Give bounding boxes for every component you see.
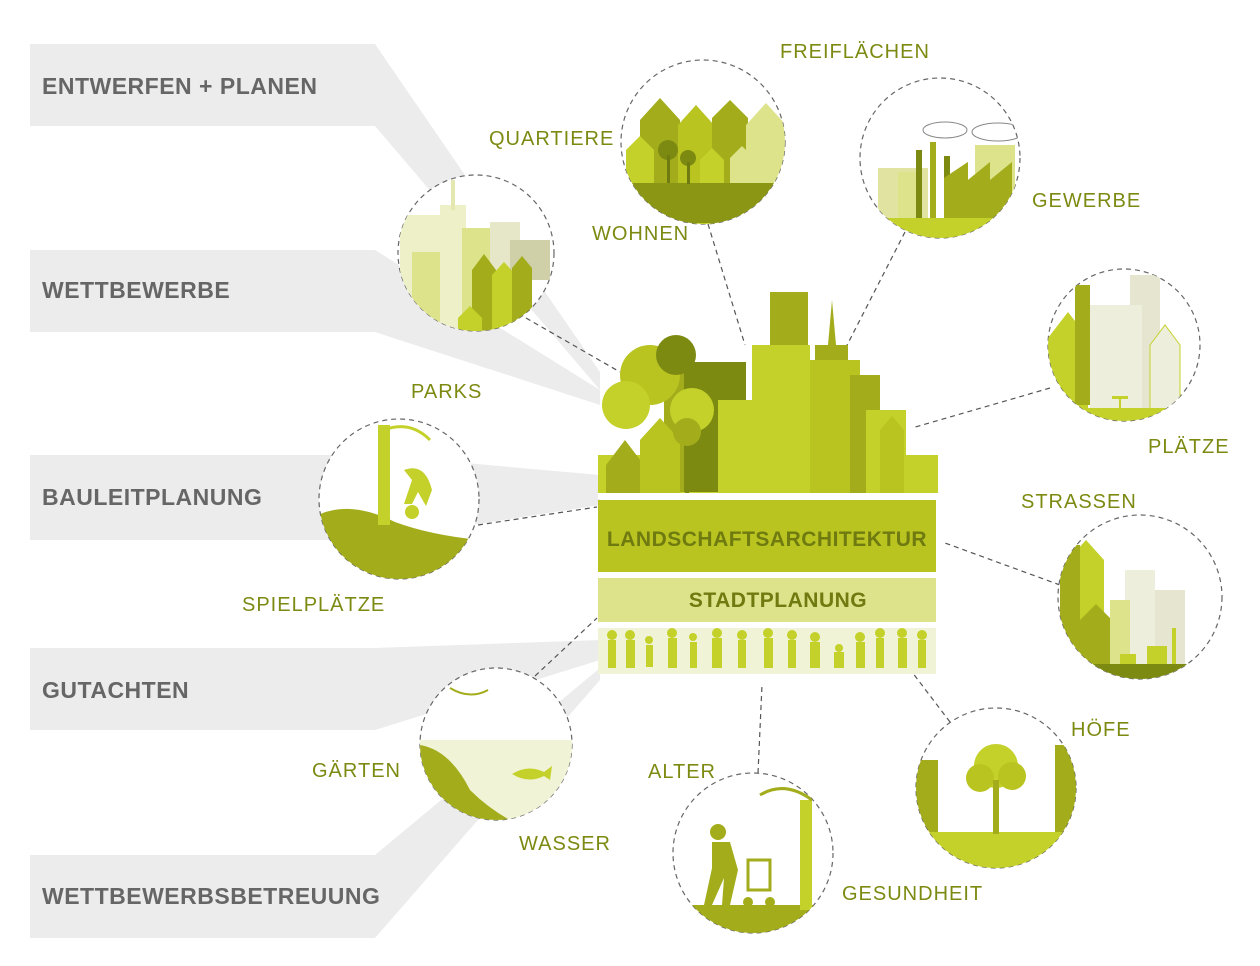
connector-quartiere bbox=[707, 223, 746, 346]
topic-label-gesundheit: GESUNDHEIT bbox=[842, 883, 983, 905]
connector-wettbewerbe bbox=[525, 317, 621, 373]
circle-hoefe bbox=[915, 707, 1077, 869]
service-label-wettbewerbe: WETTBEWERBE bbox=[42, 277, 230, 303]
connector-strassen bbox=[944, 542, 1061, 586]
circle-plaetze bbox=[1047, 268, 1201, 422]
service-label-wettbewerbsbetreuung: WETTBEWERBSBETREUUNG bbox=[42, 883, 380, 909]
connector-plaetze bbox=[911, 387, 1051, 429]
circle-parks bbox=[318, 418, 480, 580]
topic-label-parks: PARKS bbox=[411, 381, 482, 403]
band-label-stadtplanung: STADTPLANUNG bbox=[689, 589, 867, 612]
topic-label-wasser: WASSER bbox=[519, 833, 611, 855]
circle-wasser bbox=[419, 667, 573, 821]
band-landschaftsarchitektur bbox=[598, 500, 936, 572]
topic-label-spielplaetze: SPIELPLÄTZE bbox=[242, 594, 385, 616]
service-label-gutachten: GUTACHTEN bbox=[42, 677, 189, 703]
band-label-landschaftsarchitektur: LANDSCHAFTSARCHITEKTUR bbox=[607, 528, 927, 551]
connector-gewerbe bbox=[841, 231, 906, 356]
connector-lines bbox=[477, 223, 1061, 774]
topic-label-hoefe: HÖFE bbox=[1071, 719, 1131, 741]
service-label-entwerfen: ENTWERFEN + PLANEN bbox=[42, 73, 317, 99]
band-stadtplanung bbox=[598, 578, 936, 622]
topic-label-alter: ALTER bbox=[648, 761, 716, 783]
topic-label-wohnen: WOHNEN bbox=[592, 223, 689, 245]
people-strip bbox=[598, 628, 936, 674]
connector-parks bbox=[477, 506, 598, 526]
topic-label-strassen: STRASSEN bbox=[1021, 491, 1137, 513]
topic-label-quartiere: QUARTIERE bbox=[489, 128, 614, 150]
band-wettbewerbsbetreuung bbox=[30, 668, 600, 938]
connector-hoefe bbox=[911, 671, 951, 723]
circle-strassen bbox=[1057, 514, 1223, 680]
circle-gewerbe bbox=[859, 77, 1021, 239]
topic-label-freiflaechen: FREIFLÄCHEN bbox=[780, 41, 930, 63]
circle-quartiere bbox=[620, 59, 786, 225]
band-gutachten bbox=[30, 640, 600, 730]
central-skyline bbox=[598, 292, 938, 499]
connector-alter bbox=[757, 684, 763, 774]
topic-label-gaerten: GÄRTEN bbox=[312, 760, 401, 782]
topic-label-gewerbe: GEWERBE bbox=[1032, 190, 1141, 212]
circle-alter bbox=[672, 772, 834, 934]
service-label-bauleitplanung: BAULEITPLANUNG bbox=[42, 484, 262, 510]
topic-label-plaetze: PLÄTZE bbox=[1148, 436, 1230, 458]
band-wettbewerbe bbox=[30, 250, 600, 405]
